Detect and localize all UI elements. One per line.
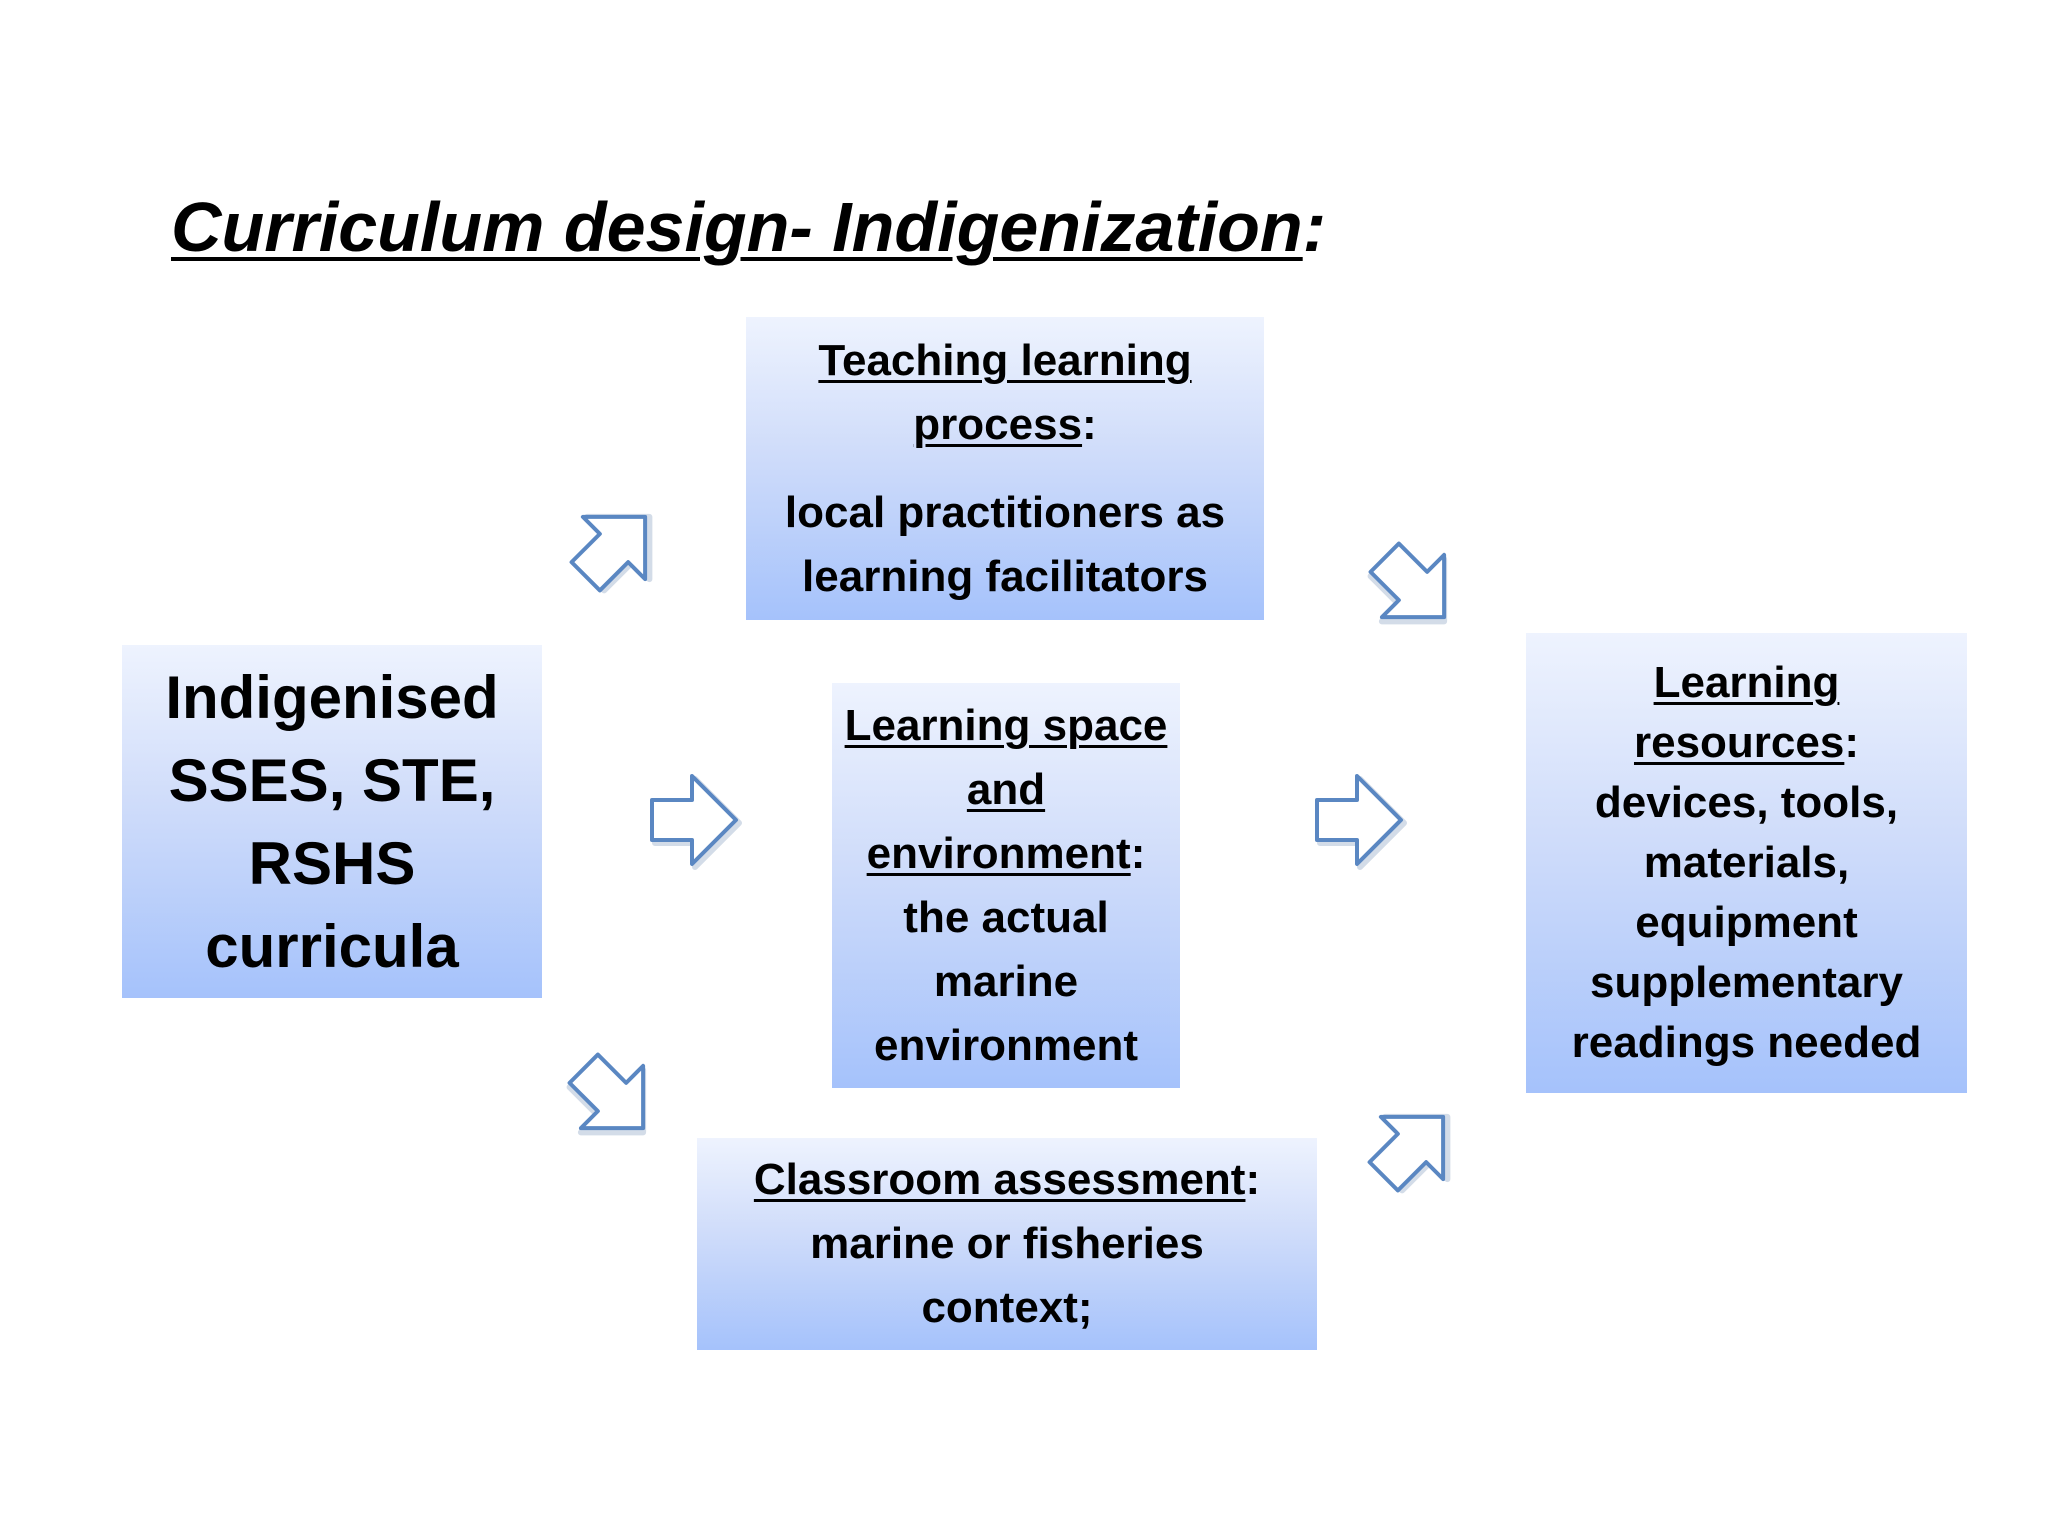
box-indigenised-curricula: Indigenised SSES, STE, RSHS curricula — [122, 645, 542, 998]
block-arrow-icon — [1315, 774, 1403, 866]
box-top-heading-1: Teaching learning — [818, 335, 1192, 385]
arrow-middle-to-right — [1315, 774, 1404, 867]
box-bottom-body-2: context; — [921, 1283, 1093, 1332]
box-left-line-2: SSES, STE, — [168, 746, 496, 814]
box-bottom-body-1: marine or fisheries — [810, 1219, 1204, 1268]
block-arrow-icon — [555, 486, 677, 608]
box-right-body-5: readings needed — [1571, 1018, 1922, 1067]
title-suffix: : — [1302, 188, 1327, 266]
box-right-heading-2: resources: — [1633, 718, 1859, 767]
block-arrow-icon — [1354, 527, 1476, 649]
arrow-top-to-right — [1351, 527, 1477, 653]
box-top-body-2: learning facilitators — [802, 551, 1208, 601]
block-arrow-icon — [553, 1038, 675, 1160]
block-arrow-icon — [1353, 1086, 1475, 1208]
arrow-left-to-bottom — [550, 1038, 676, 1164]
arrow-left-to-top — [555, 484, 681, 610]
box-classroom-assessment: Classroom assessment: marine or fisherie… — [697, 1138, 1317, 1350]
box-top-heading-2: process: — [913, 399, 1097, 449]
box-right-body-4: supplementary — [1590, 958, 1903, 1007]
box-middle-body-3: environment — [873, 1020, 1139, 1070]
page-title: Curriculum design- Indigenization: — [171, 192, 1326, 262]
box-right-body-3: equipment — [1635, 898, 1858, 947]
box-left-line-4: curricula — [205, 912, 459, 980]
box-middle-heading-2: and — [966, 764, 1046, 814]
box-middle-heading-1: Learning space — [844, 700, 1168, 750]
box-left-line-3: RSHS — [248, 829, 416, 897]
box-learning-space-environment: Learning space and environment: the actu… — [832, 683, 1180, 1088]
arrow-bottom-to-right — [1353, 1084, 1479, 1210]
box-right-heading-1: Learning — [1653, 658, 1840, 707]
box-left-line-1: Indigenised — [165, 663, 499, 731]
arrow-left-to-middle — [650, 774, 739, 867]
box-right-body-1: devices, tools, — [1594, 778, 1899, 827]
box-right-body-2: materials, — [1643, 838, 1850, 887]
box-middle-body-1: the actual — [903, 892, 1109, 942]
block-arrow-icon — [650, 774, 738, 866]
box-teaching-learning-process: Teaching learning process: local practit… — [746, 317, 1264, 620]
box-bottom-heading: Classroom assessment: — [753, 1155, 1261, 1204]
box-middle-heading-3: environment: — [866, 828, 1146, 878]
box-middle-body-2: marine — [933, 956, 1079, 1006]
box-top-body-1: local practitioners as — [784, 487, 1226, 537]
box-learning-resources: Learning resources: devices, tools, mate… — [1526, 633, 1967, 1093]
title-text: Curriculum design- Indigenization — [171, 188, 1303, 266]
